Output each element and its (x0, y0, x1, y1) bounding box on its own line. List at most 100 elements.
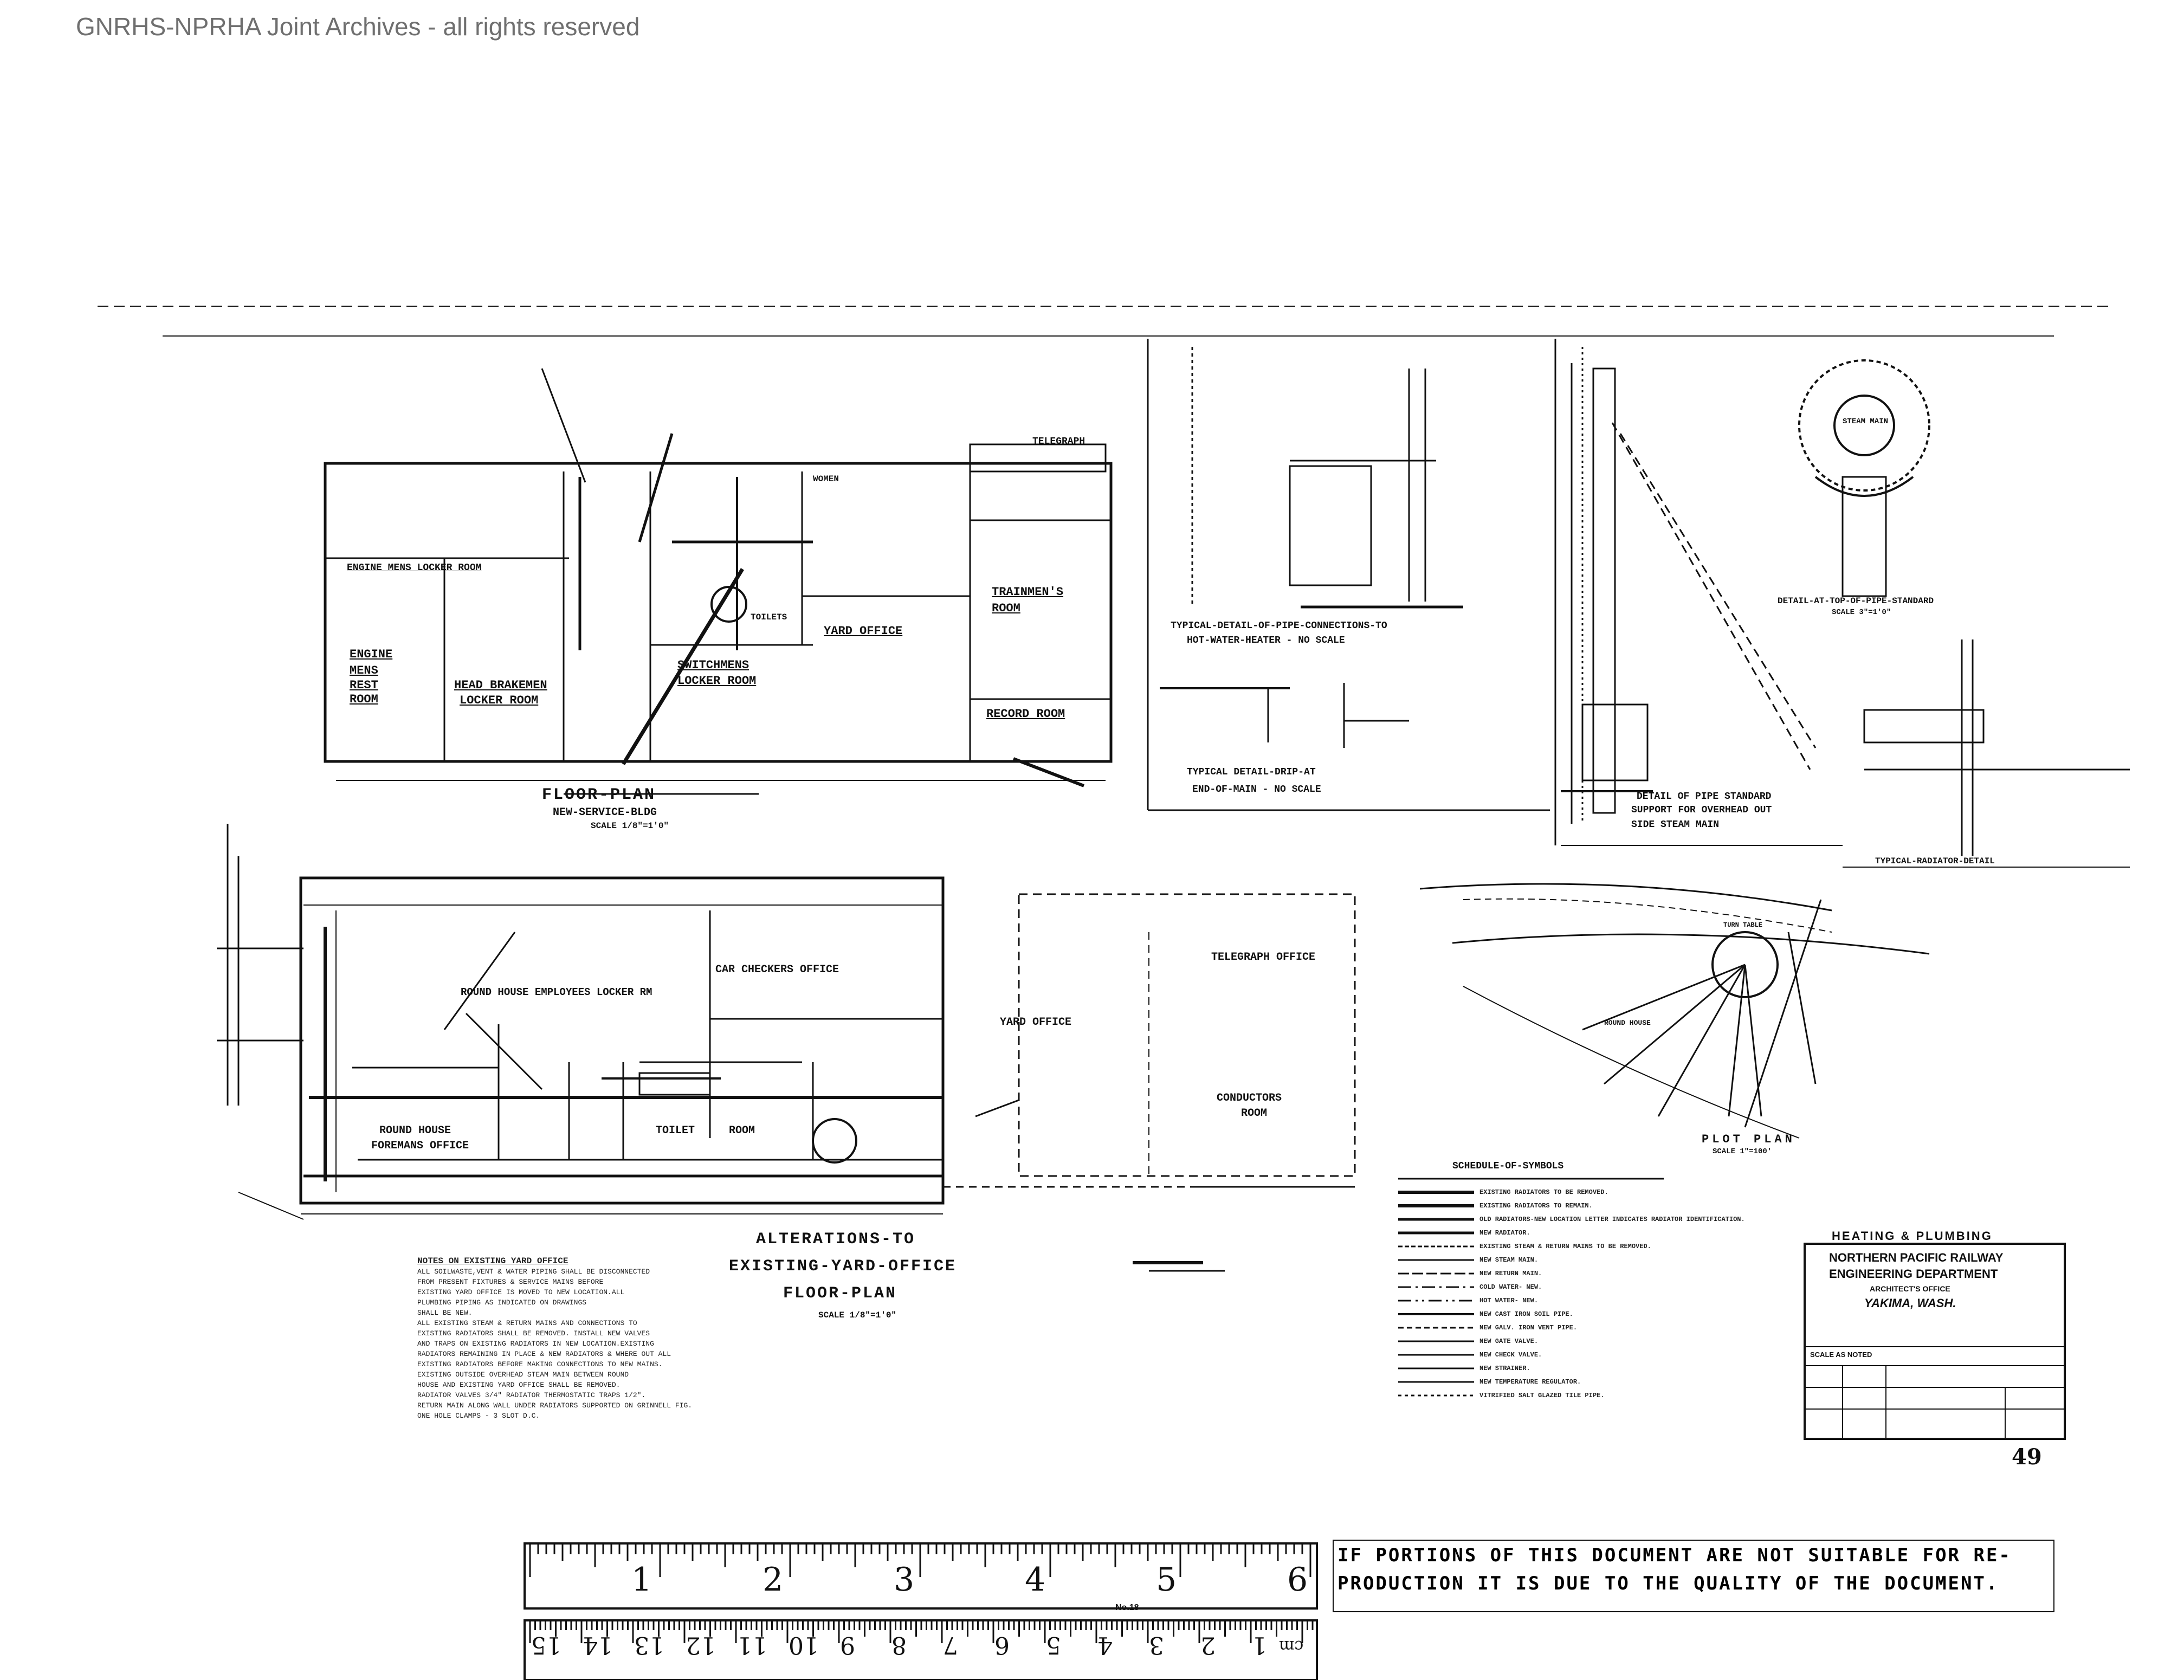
schedule-item: NEW RETURN MAIN. (1479, 1270, 1542, 1277)
room-conductors-1: CONDUCTORS (1217, 1092, 1282, 1104)
room-foremans-1: ROUND HOUSE (379, 1125, 451, 1137)
room-toilets: TOILETS (751, 612, 787, 622)
notes-line: HOUSE AND EXISTING YARD OFFICE SHALL BE … (417, 1381, 621, 1389)
notes-line: EXISTING OUTSIDE OVERHEAD STEAM MAIN BET… (417, 1371, 629, 1379)
room-yard-office: YARD OFFICE (824, 624, 903, 638)
ruler-inch-label: 5 (1156, 1561, 1177, 1599)
ruler-cm-label: 4 (1097, 1631, 1113, 1659)
schedule-item: NEW STEAM MAIN. (1479, 1256, 1539, 1264)
notes-line: RETURN MAIN ALONG WALL UNDER RADIATORS S… (417, 1401, 693, 1410)
schedule-item: NEW TEMPERATURE REGULATOR. (1479, 1378, 1581, 1386)
ruler-cm-label: 2 (1200, 1631, 1216, 1659)
notes-line: ALL SOILWASTE,VENT & WATER PIPING SHALL … (417, 1268, 650, 1276)
room-trainmens-2: ROOM (992, 602, 1020, 615)
ruler-cm-label: 13 (634, 1631, 664, 1659)
room-toilet: TOILET (656, 1125, 695, 1137)
room-foremans-2: FOREMANS OFFICE (371, 1140, 469, 1152)
title-block-line3: ARCHITECT'S OFFICE (1870, 1284, 1950, 1293)
ruler-cm-unit: cm (1279, 1637, 1304, 1656)
detail-hot-water-1: TYPICAL-DETAIL-OF-PIPE-CONNECTIONS-TO (1171, 621, 1387, 631)
room-existing-yard-office: YARD OFFICE (1000, 1016, 1072, 1029)
notes-line: SHALL BE NEW. (417, 1309, 473, 1317)
room-switchmens-2: LOCKER ROOM (677, 674, 757, 688)
notes-line: FROM PRESENT FIXTURES & SERVICE MAINS BE… (417, 1278, 604, 1286)
title-block-header: HEATING & PLUMBING (1832, 1229, 1993, 1243)
ruler-cm-label: 7 (943, 1631, 958, 1659)
ruler-cm-label: 5 (1046, 1631, 1061, 1659)
existing-title-1: ALTERATIONS-TO (756, 1230, 916, 1249)
room-switchmens-1: SWITCHMENS (677, 658, 749, 672)
ruler-model: No.18 (1115, 1603, 1139, 1612)
title-block-location: YAKIMA, WASH. (1864, 1296, 1956, 1310)
room-engine-rest-3: REST (350, 679, 378, 692)
schedule-item: NEW RADIATOR. (1479, 1229, 1530, 1237)
room-round-house-locker: ROUND HOUSE EMPLOYEES LOCKER RM (461, 986, 652, 998)
notes-line: EXISTING RADIATORS BEFORE MAKING CONNECT… (417, 1360, 663, 1368)
new-building-title: FLOOR-PLAN (542, 786, 656, 804)
notes-line: EXISTING YARD OFFICE IS MOVED TO NEW LOC… (417, 1288, 625, 1296)
room-toilet-room: ROOM (729, 1125, 755, 1137)
notes-lines: ALL SOILWASTE,VENT & WATER PIPING SHALL … (417, 1267, 786, 1421)
room-telegraph-office: TELEGRAPH OFFICE (1211, 951, 1316, 964)
room-head-brakemen-2: LOCKER ROOM (460, 694, 539, 707)
ruler-cm-label: 3 (1149, 1631, 1164, 1659)
schedule-item: NEW STRAINER. (1479, 1365, 1530, 1372)
ruler-inch-label: 2 (763, 1561, 784, 1599)
ruler-cm-label: 15 (531, 1631, 561, 1659)
schedule-item: COLD WATER- NEW. (1479, 1283, 1542, 1291)
room-trainmens-1: TRAINMEN'S (992, 585, 1064, 599)
detail-drip-2: END-OF-MAIN - NO SCALE (1192, 784, 1321, 795)
plot-turntable: TURN TABLE (1723, 921, 1763, 929)
room-telegraph: TELEGRAPH (1032, 436, 1085, 447)
schedule-item: EXISTING STEAM & RETURN MAINS TO BE REMO… (1479, 1243, 1651, 1250)
ruler-cm-label: 8 (891, 1631, 907, 1659)
detail-top-std-1: DETAIL-AT-TOP-OF-PIPE-STANDARD (1778, 596, 1934, 606)
quality-notice-line2: PRODUCTION IT IS DUE TO THE QUALITY OF T… (1337, 1573, 1999, 1594)
ruler-cm-label: 10 (789, 1631, 819, 1659)
notes-line: ALL EXISTING STEAM & RETURN MAINS AND CO… (417, 1319, 637, 1327)
notes-line: ONE HOLE CLAMPS - 3 SLOT D.C. (417, 1412, 540, 1420)
title-block-sheet: 49 (2012, 1444, 2042, 1470)
new-building-scale: SCALE 1/8"=1'0" (591, 821, 669, 831)
ruler-inch-label: 6 (1287, 1561, 1308, 1599)
ruler-cm-label: 11 (737, 1631, 767, 1659)
notes-line: AND TRAPS ON EXISTING RADIATORS IN NEW L… (417, 1340, 654, 1348)
notes-line: EXISTING RADIATORS SHALL BE REMOVED. INS… (417, 1329, 650, 1337)
notes-line: PLUMBING PIPING AS INDICATED ON DRAWINGS (417, 1298, 587, 1307)
archive-watermark: GNRHS-NPRHA Joint Archives - all rights … (76, 12, 640, 41)
detail-pipe-std-3: SIDE STEAM MAIN (1631, 819, 1720, 830)
notes-block: NOTES ON EXISTING YARD OFFICE ALL SOILWA… (417, 1256, 786, 1421)
existing-title-2: EXISTING-YARD-OFFICE (729, 1257, 957, 1276)
quality-notice: IF PORTIONS OF THIS DOCUMENT ARE NOT SUI… (1337, 1541, 2053, 1608)
plot-plan-title: PLOT PLAN (1702, 1133, 1795, 1146)
plot-round-house: ROUND HOUSE (1604, 1019, 1651, 1027)
title-block-scale: SCALE AS NOTED (1810, 1351, 1872, 1359)
ruler-inch-label: 4 (1025, 1561, 1046, 1599)
plot-plan-scale: SCALE 1"=100' (1713, 1147, 1772, 1156)
ruler-cm-label: 1 (1252, 1631, 1267, 1659)
schedule-item: NEW CAST IRON SOIL PIPE. (1479, 1310, 1573, 1318)
schedule-item: NEW CHECK VALVE. (1479, 1351, 1542, 1359)
room-record: RECORD ROOM (986, 707, 1065, 721)
schedule-heading: SCHEDULE-OF-SYMBOLS (1452, 1161, 1564, 1172)
schedule-item: NEW GATE VALVE. (1479, 1337, 1539, 1345)
schedule-item: EXISTING RADIATORS TO BE REMOVED. (1479, 1188, 1608, 1196)
schedule-item: EXISTING RADIATORS TO REMAIN. (1479, 1202, 1593, 1210)
schedule-item: NEW GALV. IRON VENT PIPE. (1479, 1324, 1578, 1332)
title-block-line2: ENGINEERING DEPARTMENT (1829, 1267, 1998, 1281)
room-conductors-2: ROOM (1241, 1107, 1268, 1120)
schedule-items: EXISTING RADIATORS TO BE REMOVED. EXISTIN… (1479, 1186, 1745, 1403)
notes-heading: NOTES ON EXISTING YARD OFFICE (417, 1256, 568, 1266)
detail-hot-water-2: HOT-WATER-HEATER - NO SCALE (1187, 635, 1345, 646)
room-women: WOMEN (813, 474, 839, 484)
room-engine-rest-1: ENGINE (350, 648, 393, 661)
notes-line: RADIATOR VALVES 3/4" RADIATOR THERMOSTAT… (417, 1391, 646, 1399)
detail-radiator: TYPICAL-RADIATOR-DETAIL (1875, 856, 1995, 866)
title-block-line1: NORTHERN PACIFIC RAILWAY (1829, 1251, 2004, 1264)
schedule-item: HOT WATER- NEW. (1479, 1297, 1539, 1304)
ruler-cm-label: 9 (840, 1631, 855, 1659)
room-car-checkers: CAR CHECKERS OFFICE (715, 964, 839, 976)
ruler-inch-label: 3 (894, 1561, 915, 1599)
